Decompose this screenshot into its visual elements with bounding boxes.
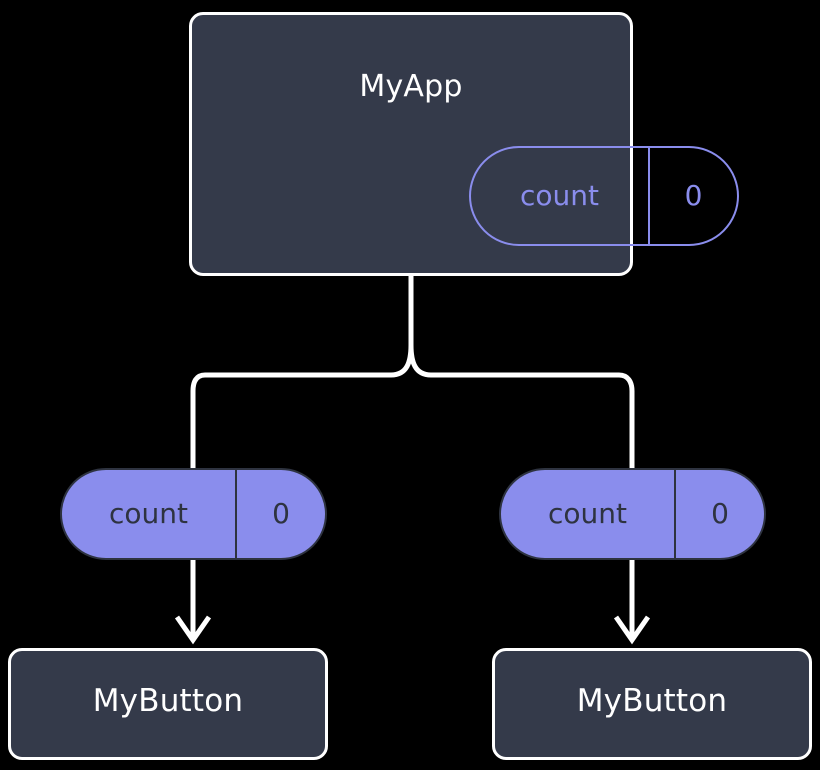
state-pill-key: count [62,470,237,558]
state-pill-branch-right[interactable]: count 0 [499,468,766,560]
component-label-mybutton: MyButton [576,683,728,719]
state-pill-key: count [471,148,650,244]
edge-trunk-split [190,273,414,473]
edge-trunk-split-right [408,273,635,473]
state-pill-value: 0 [684,179,703,212]
component-node-mybutton-right[interactable]: MyButton [492,648,812,760]
edge-left-arrow-head [174,615,212,645]
state-pill-key: count [501,470,676,558]
component-label-mybutton: MyButton [92,683,244,719]
state-pill-value: 0 [272,497,290,530]
component-node-myapp[interactable]: MyApp count 0 [189,12,739,276]
edge-right-arrow-head [613,615,651,645]
state-pill-branch-left[interactable]: count 0 [60,468,327,560]
component-label-myapp: MyApp [359,69,463,104]
state-pill-value: 0 [711,497,729,530]
state-pill-myapp[interactable]: count 0 [469,146,739,246]
component-node-mybutton-left[interactable]: MyButton [8,648,328,760]
